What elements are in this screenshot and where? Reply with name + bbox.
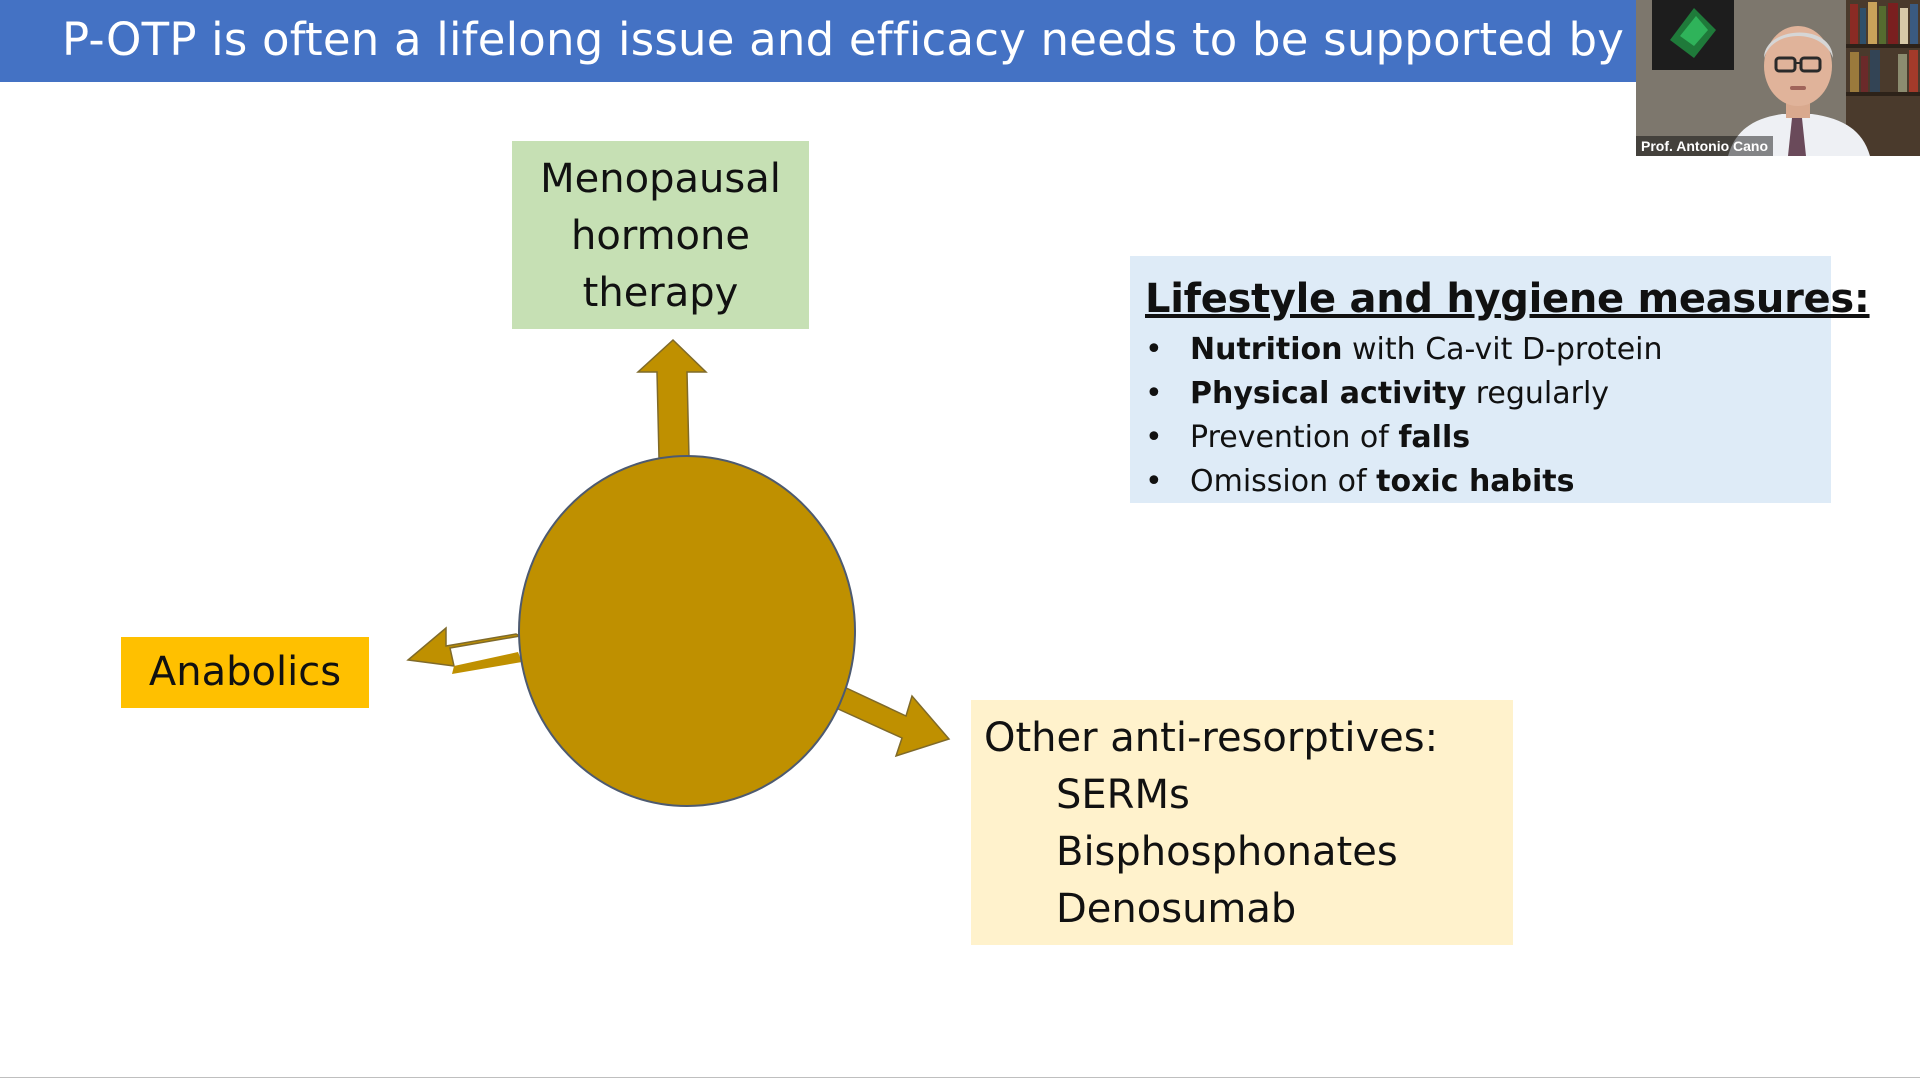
other-antiresorptives-heading: Other anti-resorptives: [984,715,1439,761]
other-antiresorptives-list: SERMs Bisphosphonates Denosumab [984,767,1513,938]
slide-bottom-divider [0,1077,1920,1078]
menopausal-hormone-therapy-box: Menopausal hormone therapy [512,141,809,329]
anabolics-label: Anabolics [148,649,342,695]
other-item-bisphosphonates: Bisphosphonates [1056,829,1398,875]
arrow-left-icon [406,626,523,667]
lifestyle-measures-box: Lifestyle and hygiene measures: Nutritio… [1130,256,1870,504]
lifestyle-item-falls: Prevention of falls [1145,416,1831,460]
presenter-video-frame [1636,0,1920,156]
lifestyle-heading: Lifestyle and hygiene measures: [1145,276,1870,322]
mht-line-3: therapy [582,270,739,316]
lifestyle-item-physical-activity: Physical activity regularly [1145,372,1831,416]
lifestyle-item-toxic-habits: Omission of toxic habits [1145,460,1831,504]
lifestyle-item-nutrition: Nutrition with Ca-vit D-protein [1145,328,1831,372]
slide-title-bar: P-OTP is often a lifelong issue and effi… [0,0,1920,82]
other-item-denosumab: Denosumab [1056,886,1297,932]
central-circle [518,455,856,807]
arrow-right-icon [835,684,951,758]
mht-line-2: hormone [571,213,750,259]
lifestyle-list: Nutrition with Ca-vit D-protein Physical… [1145,328,1831,504]
arrow-up-icon [636,338,708,459]
mht-line-1: Menopausal [540,156,781,202]
speaker-name-label: Prof. Antonio Cano [1636,136,1774,156]
presenter-video-tile[interactable] [1636,0,1920,156]
other-item-serms: SERMs [1056,772,1190,818]
slide-title: P-OTP is often a lifelong issue and effi… [62,13,1667,66]
other-antiresorptives-box: Other anti-resorptives: SERMs Bisphospho… [971,700,1513,945]
anabolics-box: Anabolics [121,637,369,708]
